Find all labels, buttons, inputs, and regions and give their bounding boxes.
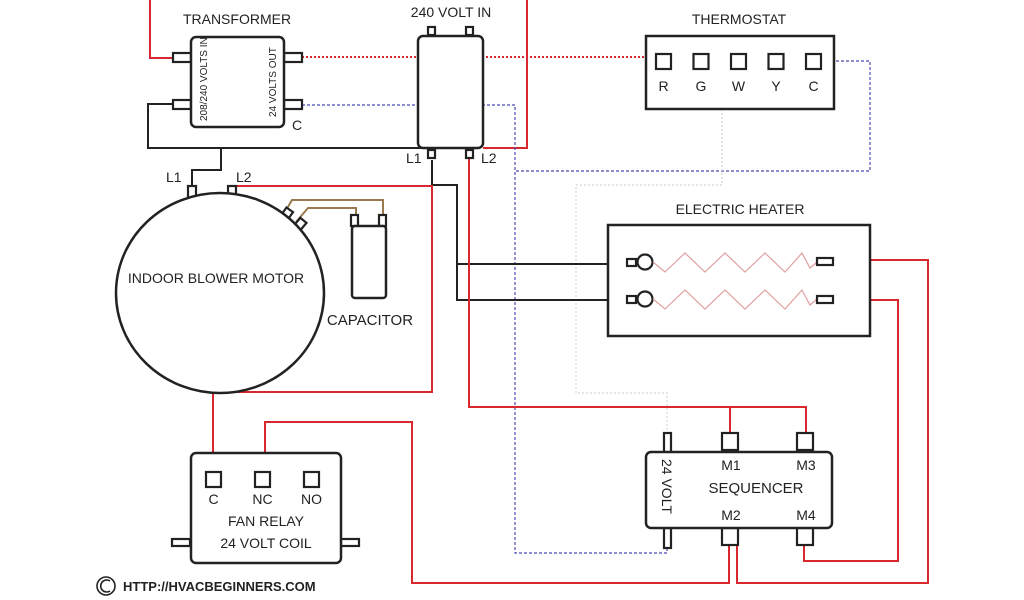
sequencer-coil-terminal-top <box>662 431 673 455</box>
supply-top-terminal-2 <box>464 25 475 37</box>
transformer-out-terminal <box>282 51 304 64</box>
wire-supply-l2-seq <box>468 158 807 432</box>
fan-relay-terminal-c <box>204 470 223 489</box>
supply-l1-terminal <box>426 148 437 160</box>
thermostat-terminal-label: W <box>732 78 746 94</box>
thermostat-terminal-label: G <box>696 78 707 94</box>
electric-heater: ELECTRIC HEATER <box>606 201 872 338</box>
capacitor-title: CAPACITOR <box>327 312 413 329</box>
supply-title: 240 VOLT IN <box>411 4 491 20</box>
fan-relay-title-2: 24 VOLT COIL <box>220 535 312 551</box>
sequencer-m4-terminal <box>795 526 815 547</box>
thermostat-terminal-y <box>767 52 785 71</box>
supply-l1-label: L1 <box>406 150 422 166</box>
heater-element-2-coil <box>652 288 818 310</box>
footer-url-link[interactable]: HTTP://HVACBEGINNERS.COM <box>123 579 316 594</box>
thermostat-terminal-label: C <box>808 78 818 94</box>
heater-element-2-lug <box>636 290 654 308</box>
thermostat-terminal-c <box>804 52 823 71</box>
heater-element-2-in <box>625 294 638 305</box>
capacitor-terminal-2 <box>377 213 388 228</box>
fan-relay-terminal-nc <box>253 470 272 489</box>
sequencer-coil-terminal-bottom <box>662 526 673 550</box>
footer: © HTTP://HVACBEGINNERS.COM <box>96 576 316 596</box>
sequencer-m3-terminal <box>795 431 815 452</box>
wire-heater-bottom-m4 <box>803 299 899 562</box>
indoor-blower-motor: INDOOR BLOWER MOTOR L1 L2 <box>114 169 326 395</box>
fan-relay-terminal-label: NC <box>252 491 272 507</box>
power-supply: 240 VOLT IN L1 L2 <box>406 4 497 166</box>
capacitor: CAPACITOR <box>327 213 413 329</box>
fan-relay-terminal-label: C <box>208 491 218 507</box>
wire-supply-l2-top <box>483 0 528 149</box>
sequencer: 24 VOLT M1 M3 SEQUENCER M2 M4 <box>644 431 834 550</box>
fan-relay-title-1: FAN RELAY <box>228 513 305 529</box>
fan-relay-terminal-label: NO <box>301 491 322 507</box>
motor-l2-label: L2 <box>236 169 252 185</box>
heater-body <box>606 223 872 338</box>
motor-l1-label: L1 <box>166 169 182 185</box>
supply-body <box>416 34 485 150</box>
transformer-input-label: 208/240 VOLTS IN <box>199 37 210 121</box>
wire-motor-l1 <box>191 148 222 188</box>
transformer-common-terminal <box>282 98 304 111</box>
sequencer-coil-label: 24 VOLT <box>659 459 675 514</box>
capacitor-terminal-1 <box>349 213 360 228</box>
sequencer-title: SEQUENCER <box>708 480 803 497</box>
thermostat-body <box>644 34 836 111</box>
sequencer-m2-terminal <box>720 526 740 547</box>
copyright-icon <box>96 576 116 596</box>
fan-relay-coil-terminal-left <box>170 537 192 548</box>
supply-l2-label: L2 <box>481 150 497 166</box>
thermostat-title: THERMOSTAT <box>692 11 787 27</box>
fan-relay: C NC NO FAN RELAY 24 VOLT COIL <box>170 451 361 565</box>
thermostat-terminal-g <box>692 52 710 71</box>
sequencer-m4-label: M4 <box>796 507 816 523</box>
transformer-in-terminal-2 <box>171 98 193 111</box>
transformer-title: TRANSFORMER <box>183 11 291 27</box>
transformer-common-label: C <box>292 117 302 133</box>
sequencer-m3-label: M3 <box>796 457 816 473</box>
heater-element-2-out <box>815 294 835 305</box>
transformer: TRANSFORMER 208/240 VOLTS IN 24 VOLTS OU… <box>171 11 304 133</box>
wire-thermostat-w <box>575 61 723 430</box>
heater-title: ELECTRIC HEATER <box>676 201 805 217</box>
motor-body <box>114 191 326 395</box>
thermostat-terminal-label: R <box>658 78 668 94</box>
fan-relay-coil-terminal-right <box>339 537 361 548</box>
wire-transformer-in-red <box>149 0 175 59</box>
heater-element-1-coil <box>652 251 818 273</box>
wire-motor-l2 <box>212 185 433 470</box>
sequencer-body <box>644 450 834 530</box>
sequencer-m2-label: M2 <box>721 507 741 523</box>
wire-l1-heater-top <box>431 160 630 265</box>
capacitor-body <box>350 224 388 300</box>
sequencer-m1-label: M1 <box>721 457 741 473</box>
wire-thermostat-c-blue <box>515 60 871 172</box>
wire-relay-nc <box>264 421 730 584</box>
thermostat-terminal-w <box>729 52 748 71</box>
heater-element-1-in <box>625 257 638 268</box>
wire-capacitor-1 <box>284 199 384 216</box>
transformer-output-label: 24 VOLTS OUT <box>268 47 279 117</box>
fan-relay-terminal-no <box>302 470 321 489</box>
transformer-in-terminal-1 <box>171 51 193 64</box>
transformer-body <box>189 35 286 129</box>
sequencer-m1-terminal <box>720 431 740 452</box>
supply-l2-terminal <box>464 148 475 160</box>
thermostat-terminal-r <box>654 52 673 71</box>
heater-element-1-out <box>815 256 835 267</box>
thermostat-terminal-label: Y <box>771 78 781 94</box>
wire-l1-heater-bottom <box>456 264 630 301</box>
motor-title: INDOOR BLOWER MOTOR <box>128 270 304 286</box>
thermostat: THERMOSTAT R G W Y C <box>644 11 836 111</box>
wire-heater-top-m2 <box>736 259 929 584</box>
heater-element-1-lug <box>636 253 654 271</box>
supply-top-terminal-1 <box>426 25 437 37</box>
wire-capacitor-2 <box>295 207 357 223</box>
copyright-c-glyph <box>99 579 111 593</box>
